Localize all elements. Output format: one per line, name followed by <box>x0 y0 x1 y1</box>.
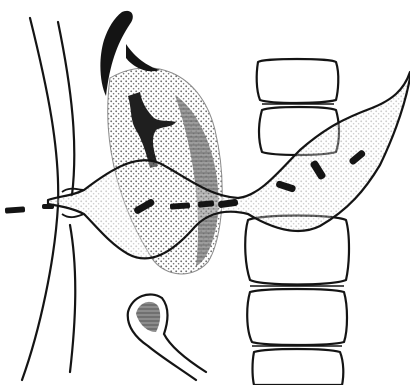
vertebra-4 <box>247 289 347 345</box>
left-inner-line-lower <box>70 225 75 372</box>
marker-1 <box>5 206 25 213</box>
adrenal-crescent-tip <box>126 44 160 71</box>
vertebra-1 <box>257 59 339 103</box>
spindle-shaped-vessel <box>48 72 410 258</box>
vertebra-5 <box>253 349 344 385</box>
left-inner-line-upper <box>58 22 74 195</box>
lower-small-structure <box>128 294 206 380</box>
marker-2 <box>42 204 54 209</box>
